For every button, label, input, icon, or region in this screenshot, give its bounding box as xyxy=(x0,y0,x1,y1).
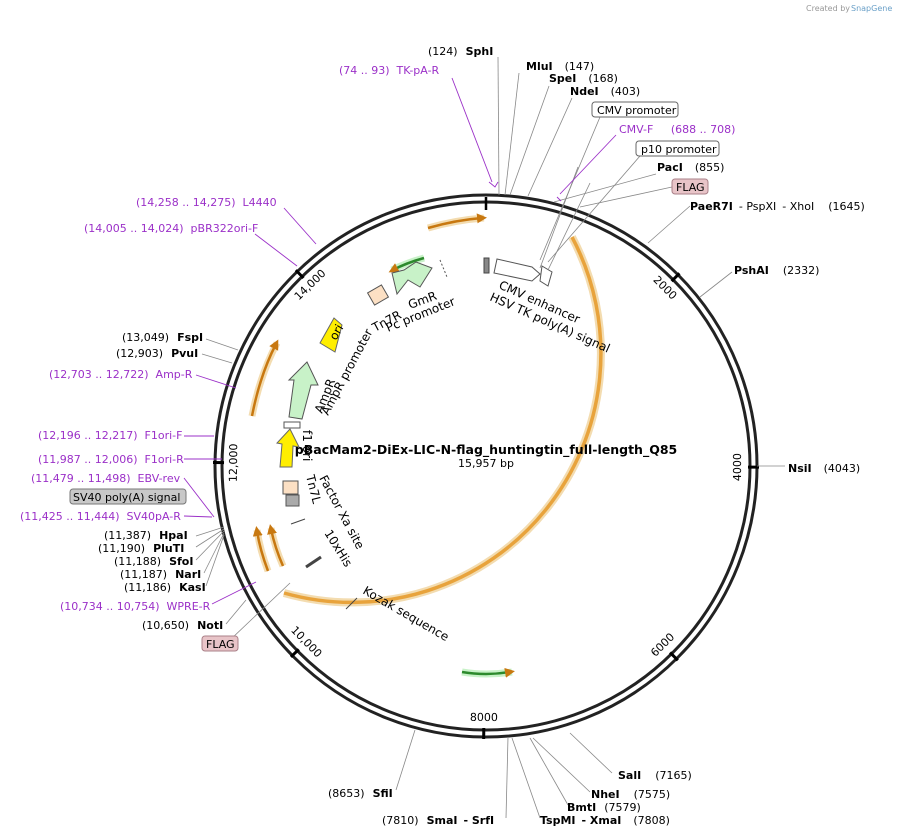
primer-l4440[interactable]: (14,258 .. 14,275) L4440 xyxy=(136,196,277,209)
leader-lines xyxy=(195,56,785,819)
cmv-promoter-label[interactable]: CMV promoter xyxy=(597,104,677,117)
label-f1ori[interactable]: f1 ori xyxy=(300,430,314,461)
tn7l-feature xyxy=(282,480,299,495)
tn7r-feature xyxy=(366,284,390,306)
plasmid-name: pBacMam2-DiEx-LIC-N-flag_huntingtin_full… xyxy=(295,442,677,458)
flag-box-bottom xyxy=(201,635,239,652)
site-xhoi[interactable]: PaeR7I- PspXI- XhoI(1645) xyxy=(690,200,865,213)
site-pluti[interactable]: (11,190)PluTI xyxy=(98,542,184,555)
label-ori[interactable]: ori xyxy=(326,322,346,343)
primer-amp-r[interactable]: (12,703 .. 12,722) Amp-R xyxy=(49,368,193,381)
ampr-promoter-feature xyxy=(283,421,301,429)
orf-left-halo xyxy=(248,341,281,417)
orf-lower-2 xyxy=(267,524,285,567)
primer-sv40pa-r[interactable]: (11,425 .. 11,444) SV40pA-R xyxy=(20,510,181,523)
primers: (74 .. 93) TK-pA-R CMV-F (688 .. 708) (1… xyxy=(20,64,735,613)
snapgene-brand: SnapGene xyxy=(851,4,892,13)
f1ori-feature xyxy=(276,428,300,468)
site-sali[interactable]: SalI(7165) xyxy=(618,769,692,782)
credit-text: Created by xyxy=(806,4,850,13)
p10-promoter-box xyxy=(635,140,720,157)
site-sfoi[interactable]: (11,188)SfoI xyxy=(114,555,193,568)
site-pshai[interactable]: PshAI(2332) xyxy=(734,264,819,277)
cmv-enhancer-feature xyxy=(493,258,541,282)
his-feature xyxy=(305,555,322,569)
site-noti[interactable]: (10,650)NotI xyxy=(142,619,223,632)
site-sphi[interactable]: (124)SphI xyxy=(428,45,493,58)
orf-lower-1 xyxy=(252,526,270,572)
cmv-promoter-box xyxy=(591,101,679,118)
site-ndei[interactable]: NdeI(403) xyxy=(570,85,640,98)
primer-lines xyxy=(183,77,617,605)
sv40-feature xyxy=(285,494,300,507)
site-nhei[interactable]: NheI(7575) xyxy=(591,788,670,801)
cmv-promoter-feature xyxy=(539,265,553,287)
tick-label-1: 4000 xyxy=(731,453,744,481)
green-orf xyxy=(461,667,515,678)
sv40-box xyxy=(69,488,187,505)
restriction-sites: (124)SphI MluI(147) SpeI(168) NdeI(403) … xyxy=(98,45,865,827)
green-arc xyxy=(388,256,425,273)
sv40-label[interactable]: SV40 poly(A) signal xyxy=(73,491,180,504)
site-pvui[interactable]: (12,903)PvuI xyxy=(116,347,198,360)
site-smai[interactable]: (7810)SmaI- SrfI xyxy=(382,814,494,827)
factor-xa-feature xyxy=(290,518,306,525)
primer-f1ori-r[interactable]: (11,987 .. 12,006) F1ori-R xyxy=(38,453,184,466)
site-mlui[interactable]: MluI(147) xyxy=(526,60,594,73)
primer-wpre-r[interactable]: (10,734 .. 10,754) WPRE-R xyxy=(60,600,211,613)
tick-label-3: 8000 xyxy=(470,711,498,724)
cmv-small-feature xyxy=(483,257,490,274)
orf-top xyxy=(427,213,487,230)
ampr-feature xyxy=(287,361,319,420)
orf-huntingtin xyxy=(283,236,603,605)
kozak-feature xyxy=(345,597,358,610)
p10-promoter-label[interactable]: p10 promoter xyxy=(641,143,717,156)
orf-left xyxy=(250,339,279,417)
pc-promoter-feature xyxy=(439,259,448,278)
site-nsii[interactable]: NsiI(4043) xyxy=(788,462,860,475)
tick-mark-0 xyxy=(670,272,681,283)
site-hpai[interactable]: (11,387)HpaI xyxy=(104,529,188,542)
flag-label-top[interactable]: FLAG xyxy=(676,181,705,194)
tick-mark-4 xyxy=(289,648,300,659)
plasmid-size: 15,957 bp xyxy=(458,457,514,470)
site-xmai[interactable]: TspMI- XmaI(7808) xyxy=(540,814,670,827)
flag-box-top xyxy=(671,178,709,195)
gmr-feature xyxy=(391,261,433,296)
primer-tk-pa-r[interactable]: (74 .. 93) TK-pA-R xyxy=(339,64,440,77)
primer-pbr322ori-f[interactable]: (14,005 .. 14,024) pBR322ori-F xyxy=(84,222,258,235)
site-kasi[interactable]: (11,186)KasI xyxy=(124,581,206,594)
primer-f1ori-f[interactable]: (12,196 .. 12,217) F1ori-F xyxy=(38,429,182,442)
site-nari[interactable]: (11,187)NarI xyxy=(120,568,201,581)
ori-feature xyxy=(319,317,343,353)
site-bmti[interactable]: BmtI(7579) xyxy=(567,801,641,814)
tick-mark-6 xyxy=(294,269,305,280)
primer-ebv-rev[interactable]: (11,479 .. 11,498) EBV-rev xyxy=(31,472,181,485)
site-fspi[interactable]: (13,049)FspI xyxy=(122,331,203,344)
flag-label-bottom[interactable]: FLAG xyxy=(206,638,235,651)
tick-label-5: 12,000 xyxy=(227,443,240,482)
site-paci[interactable]: PacI(855) xyxy=(657,161,724,174)
tick-mark-2 xyxy=(669,651,679,662)
site-spei[interactable]: SpeI(168) xyxy=(549,72,618,85)
primer-cmv-f[interactable]: CMV-F (688 .. 708) xyxy=(619,123,735,136)
boxed-labels: CMV promoter p10 promoter FLAG SV40 poly… xyxy=(69,101,720,652)
site-sfii[interactable]: (8653)SfiI xyxy=(328,787,393,800)
feature-labels: CMV enhancer HSV TK poly(A) signal GmR T… xyxy=(300,278,612,644)
